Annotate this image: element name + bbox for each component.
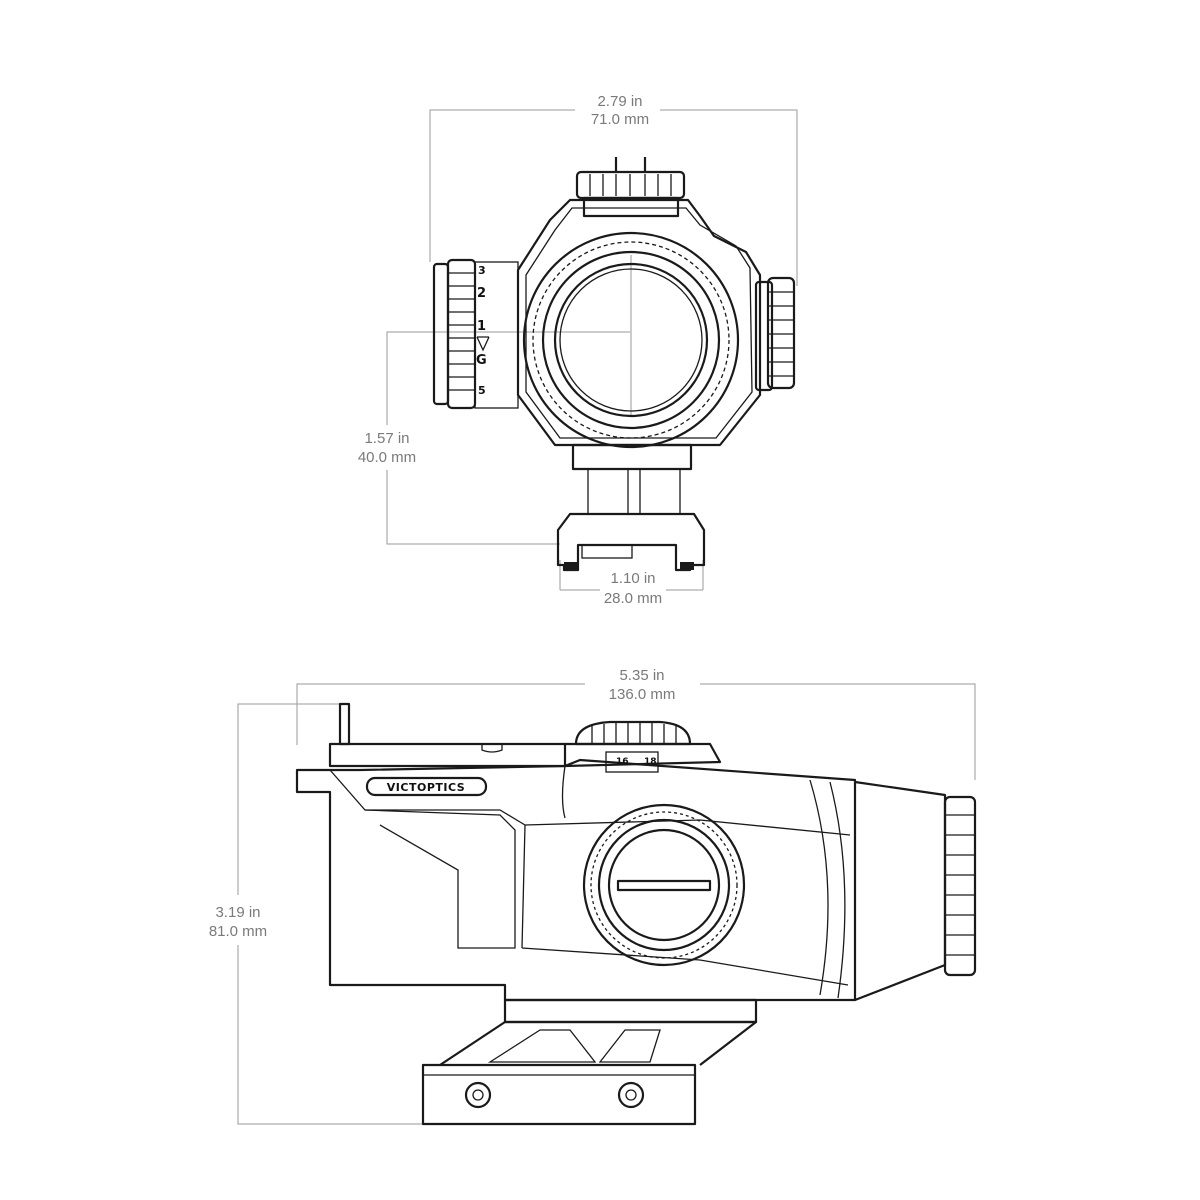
- length-dim-inches: 5.35 in: [619, 667, 664, 684]
- dial-mark-3: 3: [478, 264, 486, 277]
- side-height-dim-mm: 81.0 mm: [209, 923, 267, 940]
- height-dim-inches: 1.57 in: [364, 430, 409, 447]
- height-dim-mm: 40.0 mm: [358, 449, 416, 466]
- dial-mark-5: 5: [478, 384, 486, 397]
- sight-post: [338, 702, 351, 746]
- front-view: 3 2 1 G 5: [358, 93, 798, 607]
- width-dim-inches: 2.79 in: [597, 93, 642, 110]
- dial-mark-1: 1: [477, 319, 486, 334]
- top-turret: [575, 157, 686, 218]
- brightness-dial: 3 2 1 G 5: [432, 258, 519, 410]
- turret-mark-16: 16: [616, 757, 629, 767]
- front-housing: [516, 198, 762, 449]
- dial-mark-2: 2: [477, 286, 486, 301]
- side-hood: [295, 742, 857, 1002]
- side-height-dim-inches: 3.19 in: [215, 904, 260, 921]
- dial-mark-g: G: [476, 353, 487, 368]
- side-view: VICTOPTICS 16 18: [209, 667, 977, 1126]
- battery-cap: [582, 803, 746, 967]
- side-mount: [421, 998, 758, 1126]
- side-dimension-lines: [237, 683, 976, 1125]
- windage-turret: [754, 276, 796, 392]
- brand-logo: VICTOPTICS: [387, 781, 465, 794]
- front-mount: [556, 443, 706, 572]
- rail-dim-mm: 28.0 mm: [604, 590, 662, 607]
- dial-indicator-icon: [476, 336, 490, 352]
- length-dim-mm: 136.0 mm: [609, 686, 676, 703]
- turret-mark-18: 18: [644, 757, 657, 767]
- elevation-turret: 16 18: [564, 720, 722, 773]
- width-dim-mm: 71.0 mm: [591, 111, 649, 128]
- rail-dim-inches: 1.10 in: [610, 570, 655, 587]
- eyepiece: [854, 780, 977, 1002]
- brand-plate: VICTOPTICS: [365, 776, 488, 797]
